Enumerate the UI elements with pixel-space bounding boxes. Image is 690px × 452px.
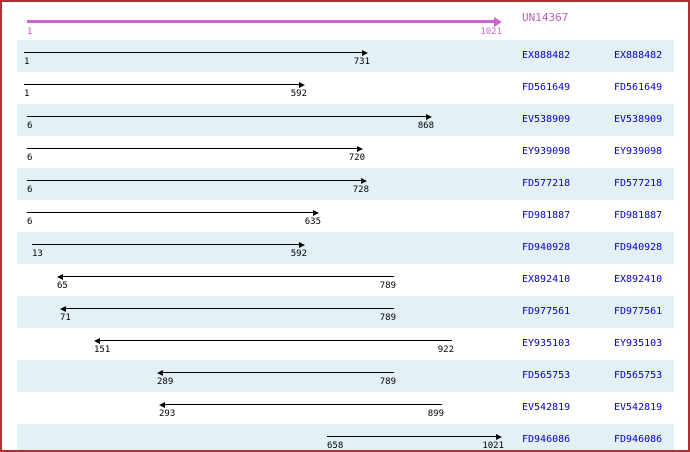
- accession-description-link[interactable]: FD577218: [614, 178, 663, 189]
- row-band: [17, 360, 674, 392]
- accession-description-link[interactable]: FD981887: [614, 210, 663, 221]
- accession-description-link[interactable]: EV542819: [614, 402, 663, 413]
- accession-description-link[interactable]: FD940928: [614, 242, 663, 253]
- hsp-end-coord: 1021: [482, 441, 504, 451]
- hsp-start-coord: 289: [157, 377, 174, 387]
- accession-description-link[interactable]: EX892410: [614, 274, 663, 285]
- accession-link[interactable]: FD977561: [522, 306, 571, 317]
- row-band: [17, 168, 674, 200]
- hsp-alignment-line[interactable]: [24, 84, 299, 85]
- arrowhead-left-icon: [57, 274, 63, 280]
- hsp-alignment-line[interactable]: [327, 436, 496, 437]
- arrowhead-left-icon: [94, 338, 100, 344]
- hsp-start-coord: 13: [32, 249, 43, 259]
- accession-link[interactable]: EX888482: [522, 50, 571, 61]
- arrowhead-right-icon: [496, 434, 502, 440]
- arrowhead-left-icon: [159, 402, 165, 408]
- accession-link[interactable]: FD565753: [522, 370, 571, 381]
- hsp-alignment-line[interactable]: [63, 276, 394, 277]
- arrowhead-right-icon: [426, 114, 432, 120]
- accession-link[interactable]: EX892410: [522, 274, 571, 285]
- hsp-start-coord: 6: [27, 217, 33, 227]
- hsp-start-coord: 6: [27, 185, 33, 195]
- arrowhead-right-icon: [299, 82, 305, 88]
- hsp-alignment-line[interactable]: [27, 212, 313, 213]
- query-arrowhead-right-icon: [494, 17, 502, 27]
- arrowhead-right-icon: [357, 146, 363, 152]
- hsp-start-coord: 151: [94, 345, 111, 355]
- hsp-end-coord: 922: [437, 345, 454, 355]
- accession-description-link[interactable]: EX888482: [614, 50, 663, 61]
- row-band: [17, 40, 674, 72]
- row-band: [17, 104, 674, 136]
- accession-link[interactable]: EV538909: [522, 114, 571, 125]
- arrowhead-left-icon: [60, 306, 66, 312]
- accession-description-link[interactable]: EY939098: [614, 146, 663, 157]
- accession-link[interactable]: EV542819: [522, 402, 571, 413]
- hsp-end-coord: 868: [417, 121, 434, 131]
- accession-link[interactable]: FD940928: [522, 242, 571, 253]
- hsp-alignment-line[interactable]: [27, 116, 426, 117]
- accession-description-link[interactable]: FD561649: [614, 82, 663, 93]
- hsp-start-coord: 71: [60, 313, 71, 323]
- hsp-start-coord: 65: [57, 281, 68, 291]
- hsp-alignment-line[interactable]: [163, 372, 394, 373]
- row-band: [17, 296, 674, 328]
- hsp-end-coord: 592: [290, 249, 307, 259]
- hsp-end-coord: 899: [427, 409, 444, 419]
- accession-description-link[interactable]: FD946086: [614, 434, 663, 445]
- accession-description-link[interactable]: EV538909: [614, 114, 663, 125]
- arrowhead-left-icon: [157, 370, 163, 376]
- hsp-end-coord: 720: [348, 153, 365, 163]
- hsp-start-coord: 658: [327, 441, 344, 451]
- query-title-label: UN14367: [522, 11, 569, 24]
- row-band: [17, 424, 674, 450]
- arrowhead-right-icon: [362, 50, 368, 56]
- hsp-start-coord: 1: [24, 89, 30, 99]
- hsp-end-coord: 728: [352, 185, 369, 195]
- hsp-alignment-line[interactable]: [66, 308, 394, 309]
- accession-link[interactable]: FD577218: [522, 178, 571, 189]
- hsp-alignment-line[interactable]: [24, 52, 362, 53]
- accession-link[interactable]: EY939098: [522, 146, 571, 157]
- accession-link[interactable]: FD561649: [522, 82, 571, 93]
- hsp-start-coord: 6: [27, 153, 33, 163]
- hsp-alignment-line[interactable]: [32, 244, 299, 245]
- hsp-alignment-line[interactable]: [165, 404, 442, 405]
- accession-link[interactable]: EY935103: [522, 338, 571, 349]
- accession-description-link[interactable]: FD977561: [614, 306, 663, 317]
- accession-description-link[interactable]: FD565753: [614, 370, 663, 381]
- arrowhead-right-icon: [299, 242, 305, 248]
- accession-link[interactable]: FD946086: [522, 434, 571, 445]
- query-start-coord: 1: [27, 27, 33, 37]
- accession-description-link[interactable]: EY935103: [614, 338, 663, 349]
- hsp-end-coord: 789: [379, 377, 396, 387]
- row-band: [17, 232, 674, 264]
- hsp-alignment-line[interactable]: [27, 148, 357, 149]
- arrowhead-right-icon: [361, 178, 367, 184]
- hsp-end-coord: 592: [290, 89, 307, 99]
- hsp-alignment-line[interactable]: [100, 340, 452, 341]
- hsp-end-coord: 789: [379, 281, 396, 291]
- hsp-start-coord: 1: [24, 57, 30, 67]
- hsp-alignment-line[interactable]: [27, 180, 361, 181]
- query-end-coord: 1021: [480, 27, 502, 37]
- hsp-start-coord: 6: [27, 121, 33, 131]
- accession-link[interactable]: FD981887: [522, 210, 571, 221]
- query-coverage-bar[interactable]: [27, 20, 494, 23]
- arrowhead-right-icon: [313, 210, 319, 216]
- hsp-end-coord: 635: [304, 217, 321, 227]
- hsp-start-coord: 293: [159, 409, 176, 419]
- hsp-end-coord: 731: [353, 57, 370, 67]
- hsp-end-coord: 789: [379, 313, 396, 323]
